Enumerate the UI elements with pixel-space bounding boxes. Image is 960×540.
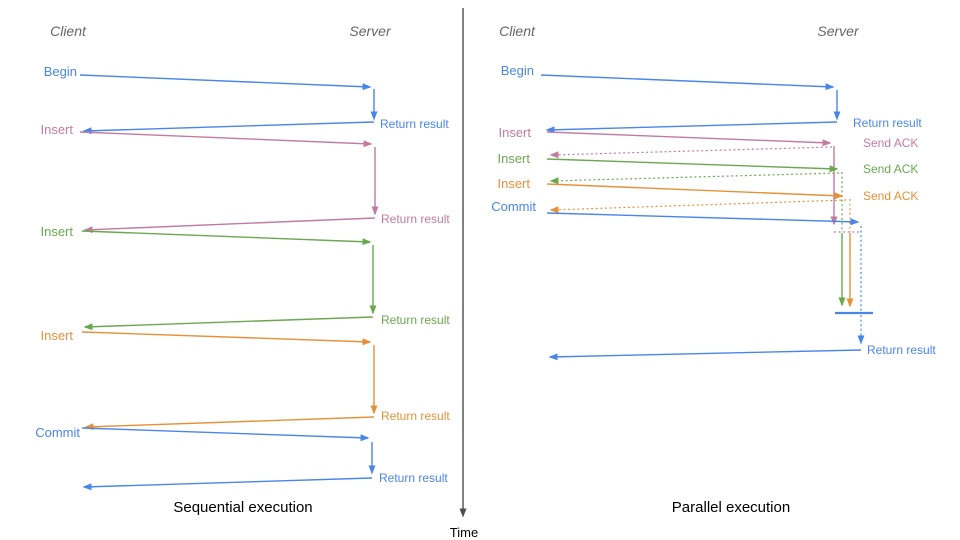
par-begin-return-label: Return result: [853, 116, 922, 130]
par-commit-label: Commit: [491, 199, 536, 214]
seq-begin-request-arrow: [79, 74, 372, 91]
seq-begin-label: Begin: [44, 64, 77, 79]
par-insert2-request-arrow: [546, 158, 839, 173]
seq-insert2-return-label: Return result: [381, 313, 450, 327]
seq-commit-return-arrow: [82, 477, 373, 491]
seq-client-header: Client: [50, 23, 87, 39]
seq-insert1-return-arrow: [83, 217, 376, 234]
seq-insert2-label: Insert: [40, 224, 73, 239]
seq-insert2-return-arrow: [83, 316, 374, 331]
seq-commit-request-arrow: [81, 427, 370, 442]
seq-commit-return-label: Return result: [379, 471, 448, 485]
seq-insert3-return-arrow: [84, 416, 375, 431]
par-insert2-label: Insert: [497, 151, 530, 166]
seq-insert1-request-arrow: [79, 131, 373, 148]
time-axis-label: Time: [450, 525, 478, 540]
par-insert3-ack-label: Send ACK: [863, 189, 918, 203]
par-begin-label: Begin: [501, 63, 534, 78]
par-final-return-arrow: [548, 349, 862, 361]
par-insert3-label: Insert: [497, 176, 530, 191]
par-insert1-ack-arrow: [549, 146, 833, 159]
par-begin-return-arrow: [545, 121, 838, 134]
seq-insert1-return-label: Return result: [381, 212, 450, 226]
seq-insert3-request-arrow: [81, 331, 372, 346]
seq-insert1-label: Insert: [40, 122, 73, 137]
par-insert2-ack-label: Send ACK: [863, 162, 918, 176]
par-insert2-ack-arrow: [549, 172, 840, 185]
seq-insert2-request-arrow: [81, 230, 372, 246]
seq-server-header: Server: [349, 23, 392, 39]
seq-commit-label: Commit: [35, 425, 80, 440]
seq-insert3-return-label: Return result: [381, 409, 450, 423]
seq-insert3-label: Insert: [40, 328, 73, 343]
par-insert1-label: Insert: [498, 125, 531, 140]
par-final-return-label: Return result: [867, 343, 936, 357]
par-client-header: Client: [499, 23, 536, 39]
par-insert3-request-arrow: [546, 183, 844, 200]
seq-begin-return-label: Return result: [380, 117, 449, 131]
par-server-header: Server: [817, 23, 860, 39]
seq-begin-return-arrow: [82, 121, 375, 135]
par-begin-request-arrow: [540, 74, 835, 91]
seq-panel-title: Sequential execution: [173, 499, 312, 516]
par-insert3-ack-arrow: [549, 199, 847, 214]
par-insert1-ack-label: Send ACK: [863, 136, 918, 150]
par-panel-title: Parallel execution: [672, 499, 790, 516]
par-insert1-request-arrow: [546, 131, 832, 147]
par-commit-request-arrow: [546, 212, 860, 226]
